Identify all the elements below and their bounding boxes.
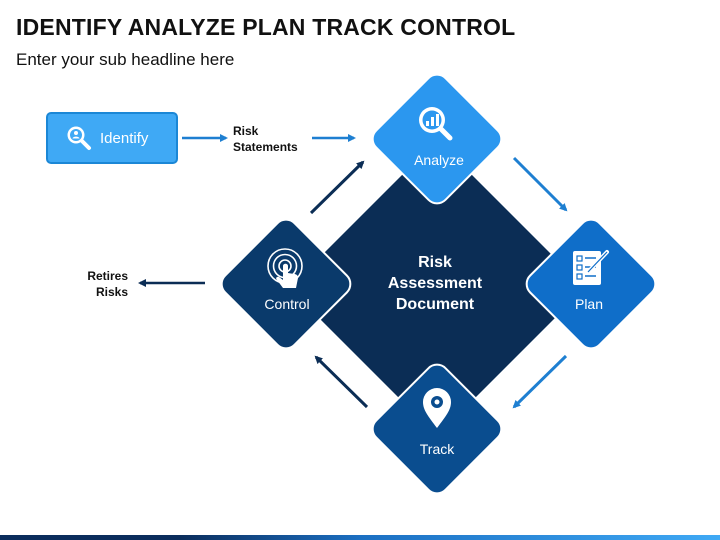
retires-risks-line1: Retires bbox=[87, 269, 128, 283]
node-track-label: Track bbox=[419, 441, 455, 457]
touch-hand-icon bbox=[267, 248, 303, 288]
retires-risks-line2: Risks bbox=[95, 285, 128, 299]
magnifier-chart-icon bbox=[419, 107, 453, 141]
bottom-accent-bar bbox=[0, 535, 720, 540]
node-plan-label: Plan bbox=[574, 296, 604, 312]
node-track[interactable] bbox=[368, 360, 507, 499]
center-label: Risk Assessment Document bbox=[360, 252, 510, 315]
risk-statements-line1: Risk bbox=[233, 124, 259, 138]
arrow-control-to-analyze bbox=[309, 160, 365, 215]
search-user-icon bbox=[67, 126, 91, 150]
page-title: IDENTIFY ANALYZE PLAN TRACK CONTROL bbox=[16, 14, 516, 40]
identify-box[interactable]: Identify bbox=[46, 112, 178, 164]
identify-label: Identify bbox=[100, 129, 149, 147]
page-subtitle: Enter your sub headline here bbox=[16, 50, 235, 69]
checklist-pen-icon bbox=[573, 250, 609, 285]
node-analyze-label: Analyze bbox=[414, 152, 464, 168]
center-line3: Document bbox=[395, 296, 475, 313]
arrow-analyze-to-plan bbox=[512, 156, 568, 212]
center-line1: Risk bbox=[418, 254, 452, 271]
node-control-label: Control bbox=[264, 296, 310, 312]
center-diamond bbox=[289, 140, 585, 436]
risk-statements-label: Risk Statements bbox=[233, 123, 298, 155]
arrow-track-to-control bbox=[314, 355, 369, 409]
center-line2: Assessment bbox=[387, 275, 483, 292]
risk-statements-line2: Statements bbox=[233, 140, 298, 154]
node-analyze[interactable] bbox=[368, 70, 507, 209]
map-pin-icon bbox=[423, 388, 451, 428]
retires-risks-label: Retires Risks bbox=[84, 268, 128, 300]
arrow-plan-to-track bbox=[512, 354, 568, 409]
